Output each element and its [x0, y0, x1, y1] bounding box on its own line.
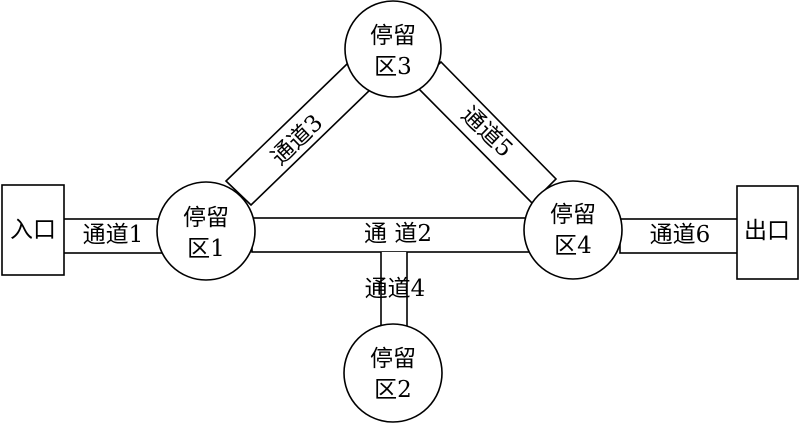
zone-1-line1: 停留: [183, 205, 229, 231]
zone-3-line2: 区3: [374, 54, 412, 80]
zone-4-line2: 区4: [554, 233, 592, 259]
channel-3: 通道3: [224, 62, 374, 207]
zone-1: 停留 区1: [156, 181, 256, 281]
zone-3-line1: 停留: [370, 23, 416, 49]
channel-1: 通道1: [62, 218, 164, 254]
channel-5: 通道5: [414, 60, 558, 205]
entrance-label: 入口: [10, 217, 56, 243]
exit-box: 出口: [736, 185, 799, 280]
channel-4: 通道4: [365, 252, 426, 331]
channel-6-label: 通道6: [650, 222, 711, 248]
zone-2-line1: 停留: [370, 346, 416, 372]
zone-4-line1: 停留: [550, 202, 596, 228]
channel-2: 通 道2: [251, 217, 533, 253]
exit-label: 出口: [744, 218, 790, 244]
channel-4-label: 通道4: [365, 276, 426, 302]
zone-2: 停留 区2: [343, 323, 443, 423]
channel-1-label: 通道1: [83, 222, 144, 248]
channel-2-label: 通 道2: [364, 221, 432, 247]
channel-6: 通道6: [619, 218, 739, 254]
entrance-box: 入口: [1, 184, 65, 276]
zone-4: 停留 区4: [523, 180, 623, 280]
zone-3: 停留 区3: [344, 0, 442, 98]
zone-1-line2: 区1: [187, 236, 225, 262]
zone-2-line2: 区2: [374, 377, 412, 403]
